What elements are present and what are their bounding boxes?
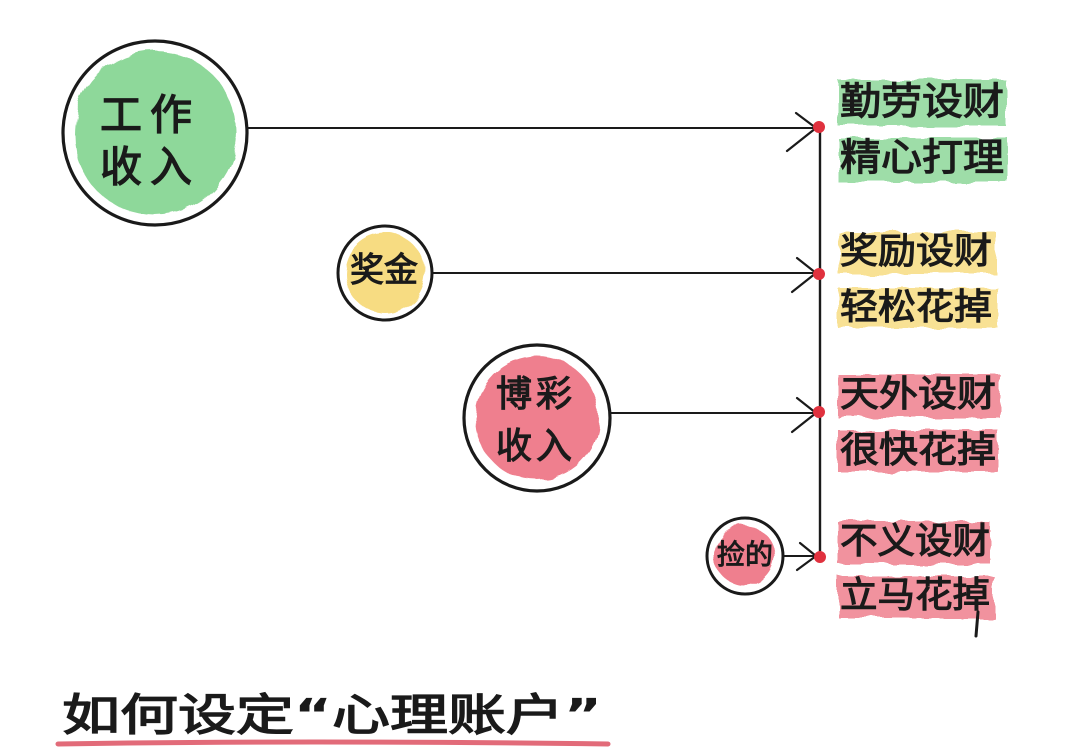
arrowhead-bonus bbox=[790, 256, 818, 294]
node-bonus-label: 奖金 bbox=[350, 251, 419, 291]
node-work-label-2: 收入 bbox=[100, 143, 200, 192]
result-work-highlight-1 bbox=[838, 80, 1006, 126]
arrowhead-work bbox=[785, 111, 818, 153]
result-gambling-highlight-1 bbox=[838, 374, 1000, 418]
junction-dot-found bbox=[814, 551, 826, 563]
node-gambling-label-2: 收入 bbox=[496, 426, 576, 467]
result-gambling-highlight-2 bbox=[838, 430, 998, 472]
junction-dot-bonus bbox=[813, 268, 825, 280]
result-work-line-1: 勤劳设财 bbox=[840, 80, 1004, 124]
node-work-circle bbox=[61, 39, 249, 227]
node-gambling-label-1: 博彩 bbox=[496, 374, 576, 415]
result-bonus-highlight-1 bbox=[838, 232, 996, 274]
node-work-fill bbox=[73, 51, 237, 215]
result-bonus-line-1: 奖励设财 bbox=[840, 231, 992, 272]
arrowhead-gambling bbox=[790, 396, 818, 434]
junction-dot-gambling bbox=[813, 406, 825, 418]
node-gambling-fill bbox=[475, 356, 599, 480]
result-work-highlight-2 bbox=[838, 138, 1008, 182]
result-found: 不义设财 立马花掉 bbox=[838, 521, 994, 638]
node-work-income: 工作 收入 bbox=[61, 39, 249, 227]
node-found-money: 捡的 bbox=[705, 516, 785, 596]
result-bonus-highlight-2 bbox=[838, 288, 998, 328]
junction-dot-work bbox=[813, 121, 825, 133]
result-gambling: 天外设财 很快花掉 bbox=[838, 374, 1000, 472]
result-found-stroke-tail bbox=[974, 610, 980, 638]
result-found-line-2: 立马花掉 bbox=[840, 575, 990, 616]
result-work-line-2: 精心打理 bbox=[840, 136, 1004, 180]
result-gambling-line-1: 天外设财 bbox=[840, 374, 996, 415]
result-work: 勤劳设财 精心打理 bbox=[838, 80, 1008, 182]
title-underline bbox=[55, 739, 611, 747]
node-found-fill bbox=[715, 526, 775, 586]
result-found-line-1: 不义设财 bbox=[840, 521, 990, 562]
result-found-highlight-1 bbox=[838, 522, 990, 564]
result-found-highlight-2 bbox=[838, 576, 994, 618]
diagram-title: 如何设定“心理账户” bbox=[55, 690, 611, 747]
result-bonus-line-2: 轻松花掉 bbox=[840, 287, 992, 328]
title-text: 如何设定“心理账户” bbox=[62, 690, 602, 741]
node-found-label: 捡的 bbox=[717, 538, 773, 571]
node-bonus-fill bbox=[345, 233, 425, 313]
node-gambling-circle bbox=[462, 343, 612, 493]
node-gambling-income: 博彩 收入 bbox=[462, 343, 612, 493]
node-bonus: 奖金 bbox=[336, 224, 434, 322]
result-gambling-line-2: 很快花掉 bbox=[840, 430, 996, 471]
node-bonus-circle bbox=[336, 224, 434, 322]
result-bonus: 奖励设财 轻松花掉 bbox=[838, 231, 998, 328]
node-work-label-1: 工作 bbox=[100, 91, 200, 140]
